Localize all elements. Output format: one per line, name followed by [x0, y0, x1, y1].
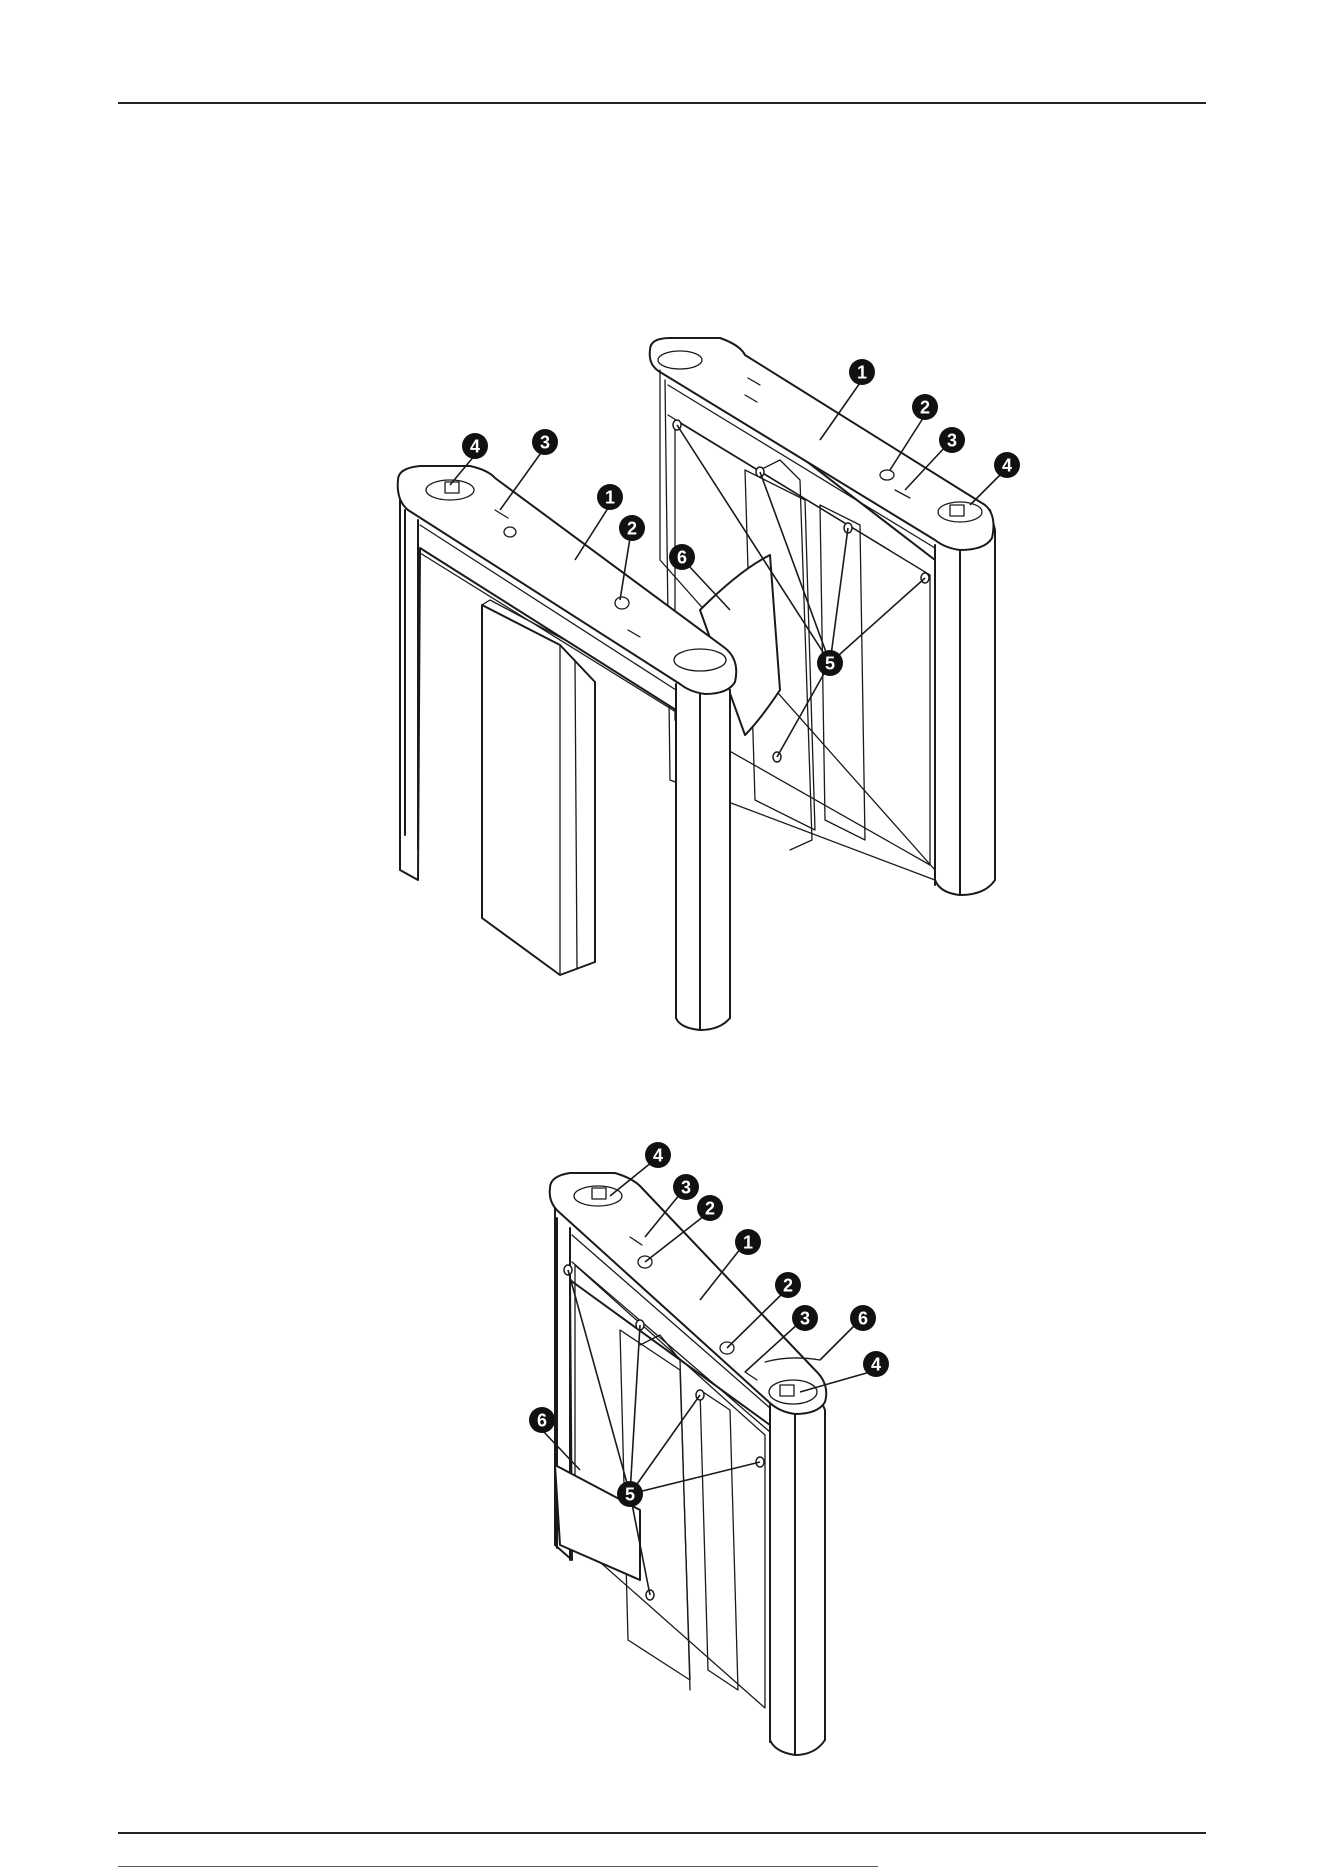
- callout-figure-bottom-4: 4: [863, 1351, 889, 1377]
- callout-figure-bottom-2: 2: [775, 1272, 801, 1298]
- callout-number: 2: [627, 519, 637, 539]
- callout-number: 3: [681, 1178, 691, 1198]
- callout-number: 1: [857, 363, 867, 383]
- callout-figure-top-4: 4: [462, 433, 488, 459]
- callout-number: 2: [783, 1276, 793, 1296]
- callout-figure-top-1: 1: [849, 359, 875, 385]
- callout-number: 5: [625, 1485, 635, 1505]
- callout-number: 3: [947, 431, 957, 451]
- callout-figure-bottom-6: 6: [529, 1407, 555, 1433]
- callout-number: 2: [920, 398, 930, 418]
- callout-number: 3: [800, 1309, 810, 1329]
- callout-number: 6: [677, 548, 687, 568]
- callout-number: 6: [537, 1411, 547, 1431]
- callout-number: 4: [653, 1146, 663, 1166]
- callout-figure-bottom-6: 6: [850, 1305, 876, 1331]
- callout-figure-bottom-5: 5: [617, 1481, 643, 1507]
- callout-number: 4: [871, 1355, 881, 1375]
- callout-figure-bottom-3: 3: [792, 1305, 818, 1331]
- callout-number: 1: [743, 1233, 753, 1253]
- callout-number: 5: [825, 654, 835, 674]
- callout-figure-bottom-2: 2: [697, 1195, 723, 1221]
- callout-number: 3: [540, 433, 550, 453]
- callout-figure-top-4: 4: [994, 452, 1020, 478]
- callout-figure-bottom-4: 4: [645, 1142, 671, 1168]
- turnstile-bottom-view: [550, 1173, 827, 1755]
- callout-number: 6: [858, 1309, 868, 1329]
- callout-figure-top-3: 3: [532, 429, 558, 455]
- callout-figure-bottom-1: 1: [735, 1229, 761, 1255]
- callout-figure-top-2: 2: [912, 394, 938, 420]
- callout-figure-top-2: 2: [619, 515, 645, 541]
- callout-number: 2: [705, 1199, 715, 1219]
- callout-figure-top-6: 6: [669, 544, 695, 570]
- callout-figure-top-1: 1: [597, 484, 623, 510]
- callout-figure-bottom-3: 3: [673, 1174, 699, 1200]
- turnstile-top-view: [398, 338, 995, 1030]
- callout-number: 4: [1002, 456, 1012, 476]
- callout-number: 1: [605, 488, 615, 508]
- callout-figure-top-3: 3: [939, 427, 965, 453]
- callout-number: 4: [470, 437, 480, 457]
- callout-figure-top-5: 5: [817, 650, 843, 676]
